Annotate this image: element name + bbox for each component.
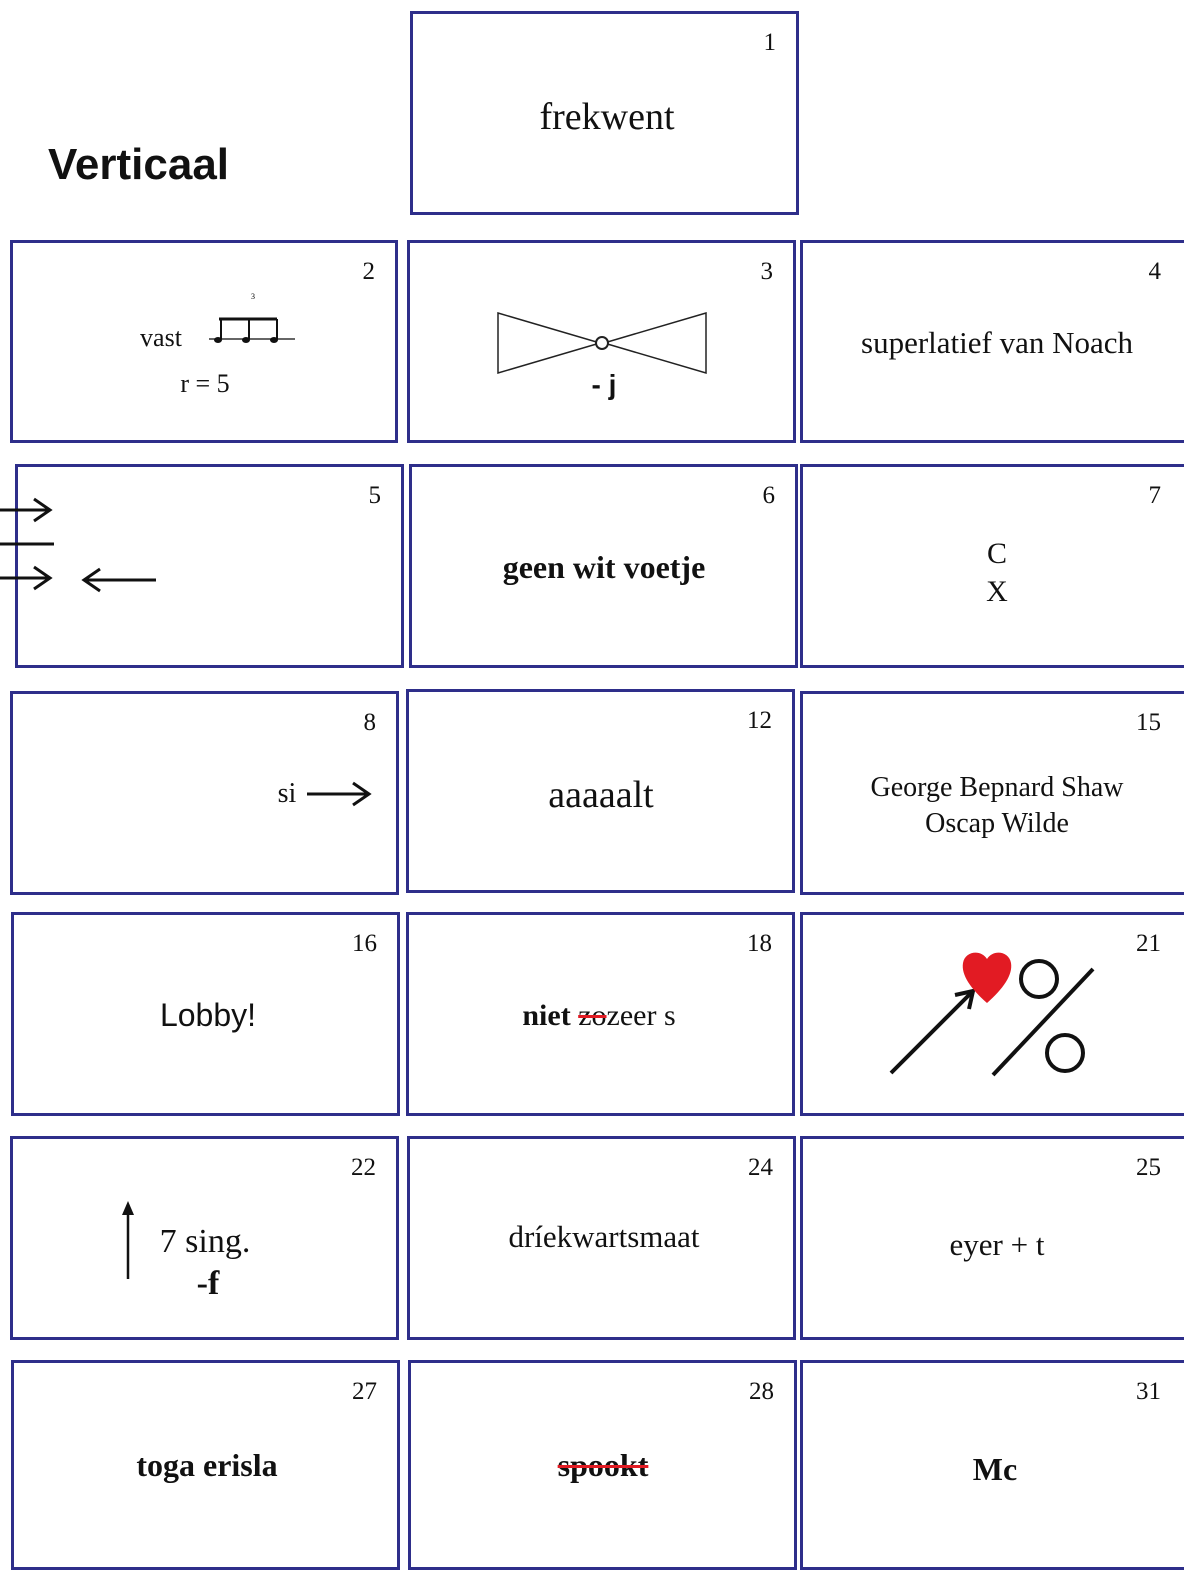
- svg-text:3: 3: [251, 292, 255, 301]
- clue-text: aaaaalt: [548, 774, 654, 816]
- clue-text: - j: [591, 369, 617, 400]
- heart-icon: [962, 952, 1012, 1003]
- clue-number: 24: [748, 1154, 773, 1181]
- right-arrow-icon: [307, 781, 372, 807]
- clue-text-part: zeer s: [606, 999, 676, 1032]
- page-title: Verticaal: [48, 140, 230, 189]
- clue-text-part: niet: [522, 999, 579, 1032]
- clue-text: geen wit voetje: [502, 549, 706, 585]
- clue-card-25: 25 eyer + t: [800, 1136, 1184, 1340]
- clue-text: frekwent: [539, 96, 675, 138]
- bow-tie-icon: [497, 311, 707, 375]
- clue-number: 5: [368, 482, 382, 509]
- clue-text: eyer + t: [949, 1227, 1045, 1262]
- clue-text: 7 sing.: [159, 1223, 251, 1260]
- clue-number: 7: [1148, 482, 1162, 509]
- clue-text: vast: [140, 323, 182, 352]
- clue-text: X: [986, 575, 1008, 608]
- clue-card-18: 18 niet zozeer s: [406, 912, 795, 1116]
- clue-card-31: 31 Mc: [800, 1360, 1184, 1570]
- clue-number: 2: [362, 258, 376, 285]
- clue-card-1: 1 frekwent: [410, 11, 799, 215]
- clue-number: 6: [762, 482, 776, 509]
- clue-card-28: 28 spookt: [408, 1360, 797, 1570]
- clue-card-2: 2 vast r = 5 3: [10, 240, 398, 443]
- clue-card-22: 22 7 sing. -f: [10, 1136, 399, 1340]
- clue-text: dríekwartsmaat: [508, 1219, 700, 1254]
- clue-card-21: 21: [800, 912, 1184, 1116]
- clue-text: niet zozeer s: [522, 1001, 675, 1031]
- clue-text: -f: [196, 1265, 220, 1302]
- clue-card-3: 3 - j: [407, 240, 796, 443]
- percent-heart-icon: [889, 952, 1095, 1077]
- struck-text: zo: [578, 999, 607, 1032]
- clue-number: 25: [1136, 1154, 1161, 1181]
- clue-card-24: 24 dríekwartsmaat: [407, 1136, 796, 1340]
- clue-text: Mc: [972, 1451, 1018, 1487]
- clue-text: C: [986, 537, 1008, 570]
- clue-number: 16: [352, 930, 377, 957]
- clue-number: 8: [363, 709, 377, 736]
- clue-card-27: 27 toga erisla: [11, 1360, 400, 1570]
- clue-number: 28: [749, 1378, 774, 1405]
- clue-number: 3: [760, 258, 774, 285]
- clue-card-6: 6 geen wit voetje: [409, 464, 798, 668]
- clue-text: si: [277, 778, 297, 809]
- clue-card-4: 4 superlatief van Noach: [800, 240, 1184, 443]
- clue-card-15: 15 George Bepnard Shaw Oscap Wilde: [800, 691, 1184, 895]
- music-notes-icon: 3: [209, 292, 295, 343]
- clue-text: toga erisla: [136, 1447, 278, 1483]
- clue-card-8: 8 si: [10, 691, 399, 895]
- clue-number: 1: [763, 29, 777, 56]
- clue-number: 12: [747, 707, 772, 734]
- clue-number: 31: [1136, 1378, 1161, 1405]
- clue-card-16: 16 Lobby!: [11, 912, 400, 1116]
- clue-card-5: 5: [15, 464, 404, 668]
- clue-text: Oscap Wilde: [925, 808, 1069, 839]
- clue-number: 18: [747, 930, 772, 957]
- clue-text: Lobby!: [159, 997, 257, 1033]
- arrows-icon: [0, 497, 156, 593]
- clue-card-12: 12 aaaaalt: [406, 689, 795, 893]
- struck-text: spookt: [557, 1447, 649, 1483]
- clue-number: 21: [1136, 930, 1161, 957]
- clue-text: superlatief van Noach: [861, 325, 1133, 360]
- clue-text: r = 5: [180, 369, 230, 398]
- clue-number: 15: [1136, 709, 1161, 736]
- clue-text: George Bepnard Shaw: [870, 772, 1124, 803]
- clue-card-7: 7 C X: [800, 464, 1184, 668]
- up-arrow-icon: [122, 1201, 134, 1279]
- clue-number: 4: [1148, 258, 1162, 285]
- clue-number: 27: [352, 1378, 377, 1405]
- clue-number: 22: [351, 1154, 376, 1181]
